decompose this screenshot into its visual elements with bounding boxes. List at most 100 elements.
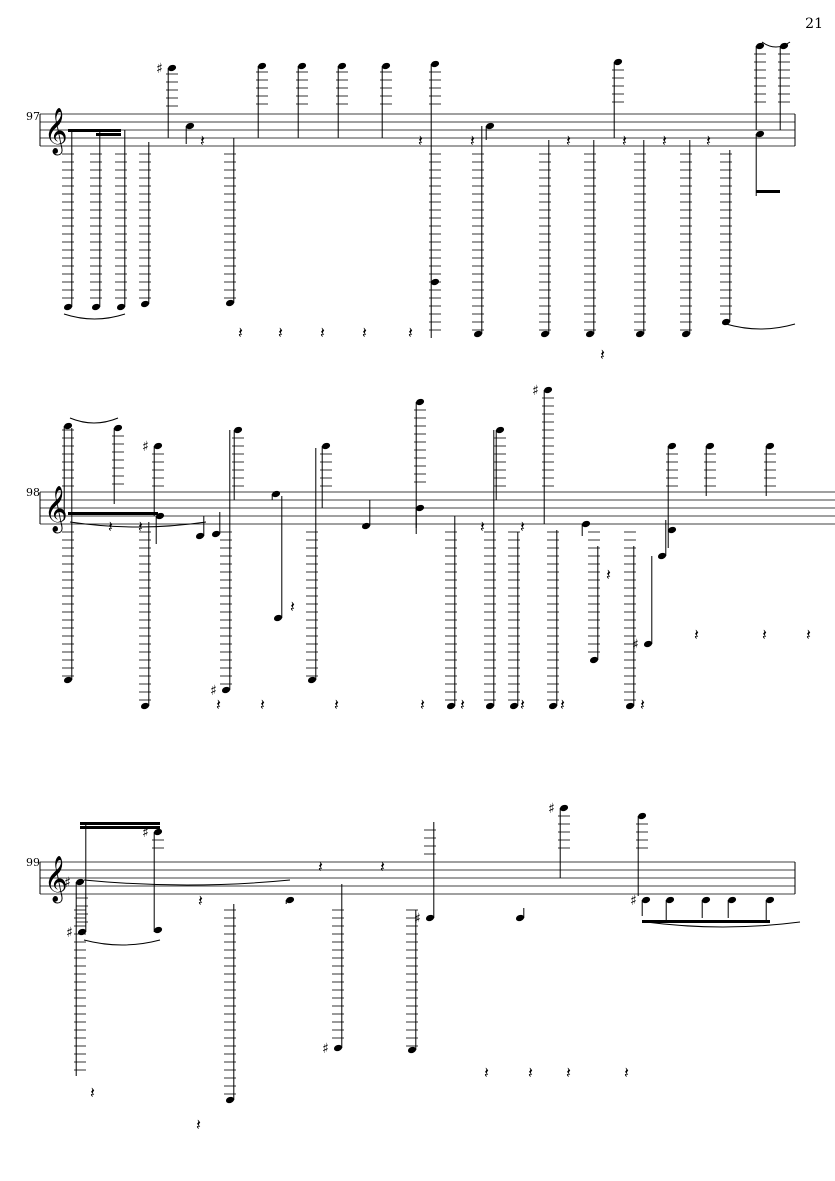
note	[634, 140, 646, 338]
measure-number-97: 97	[26, 110, 40, 123]
notehead	[667, 442, 677, 450]
rest: 𝄽	[418, 131, 423, 150]
note	[667, 526, 677, 548]
rest: 𝄽	[334, 695, 339, 714]
notehead	[113, 424, 123, 432]
treble-clef-icon: 𝄞	[44, 108, 68, 156]
notehead	[337, 62, 347, 70]
notehead	[581, 520, 591, 528]
sharp-icon: ♯	[632, 637, 639, 653]
notehead	[473, 330, 483, 338]
note	[704, 442, 716, 496]
note	[584, 140, 596, 338]
notehead	[705, 442, 715, 450]
tie-continuation	[645, 921, 801, 928]
notehead	[225, 1096, 235, 1104]
note	[581, 520, 591, 536]
beam	[80, 822, 160, 825]
notehead	[75, 878, 85, 886]
staff-system-1: 𝄞	[39, 108, 796, 156]
tie	[83, 939, 161, 946]
rest: 𝄽	[278, 323, 283, 342]
rest: 𝄽	[706, 131, 711, 150]
rest: 𝄽	[694, 625, 699, 644]
notehead	[430, 60, 440, 68]
notehead	[643, 640, 653, 648]
sharp-icon: ♯	[210, 683, 217, 699]
note: ♯	[322, 884, 344, 1057]
tie-continuation	[725, 323, 796, 330]
beam	[96, 133, 121, 136]
staff-system-3: 𝄞	[39, 856, 796, 904]
note	[515, 908, 525, 922]
rest: 𝄽	[622, 131, 627, 150]
rest: 𝄽	[624, 1063, 629, 1082]
rest: 𝄽	[762, 625, 767, 644]
note	[361, 500, 371, 530]
note	[494, 426, 506, 500]
notehead	[77, 928, 87, 936]
notehead	[225, 299, 235, 307]
note	[445, 516, 457, 710]
rest: 𝄽	[600, 345, 605, 364]
notehead	[285, 896, 295, 904]
note	[588, 531, 600, 664]
note	[429, 153, 441, 338]
notehead	[485, 122, 495, 130]
note	[112, 424, 124, 504]
rest: 𝄽	[216, 695, 221, 714]
note	[755, 130, 765, 196]
note	[62, 422, 74, 520]
note: ♯	[66, 822, 88, 941]
notehead	[185, 122, 195, 130]
notehead	[543, 386, 553, 394]
notehead	[755, 130, 765, 138]
note	[139, 522, 151, 710]
notehead	[665, 896, 675, 904]
sharp-icon: ♯	[142, 439, 149, 455]
note: ♯	[156, 61, 178, 138]
note	[765, 896, 775, 920]
notehead	[221, 686, 231, 694]
rest: 𝄽	[260, 695, 265, 714]
note	[701, 896, 711, 918]
sharp-icon: ♯	[142, 825, 149, 841]
notehead	[585, 330, 595, 338]
sharp-icon: ♯	[548, 801, 555, 817]
note	[764, 442, 776, 496]
note	[273, 496, 283, 622]
rest: 𝄽	[290, 597, 295, 616]
notehead	[509, 702, 519, 710]
note: ♯	[532, 383, 554, 524]
note	[185, 122, 195, 144]
beam	[68, 129, 121, 132]
sharp-icon: ♯	[64, 875, 71, 891]
note	[429, 60, 441, 282]
notehead	[211, 530, 221, 538]
note: ♯	[142, 439, 164, 516]
note	[415, 504, 425, 528]
note	[139, 142, 151, 308]
notehead	[765, 896, 775, 904]
notehead	[233, 426, 243, 434]
note	[224, 904, 236, 1104]
note	[406, 909, 418, 1054]
note	[296, 62, 308, 138]
rest: 𝄽	[528, 1063, 533, 1082]
rest: 𝄽	[238, 323, 243, 342]
beam	[80, 826, 160, 829]
rest: 𝄽	[560, 695, 565, 714]
note: ♯	[142, 825, 164, 930]
notehead	[721, 318, 731, 326]
rest: 𝄽	[520, 695, 525, 714]
staff-system-2: 𝄞	[39, 486, 835, 534]
note	[485, 122, 495, 140]
note	[90, 130, 102, 311]
rest: 𝄽	[320, 323, 325, 342]
note	[271, 490, 281, 500]
tie	[69, 417, 119, 424]
notehead	[589, 656, 599, 664]
note	[155, 512, 165, 544]
note	[195, 516, 205, 540]
